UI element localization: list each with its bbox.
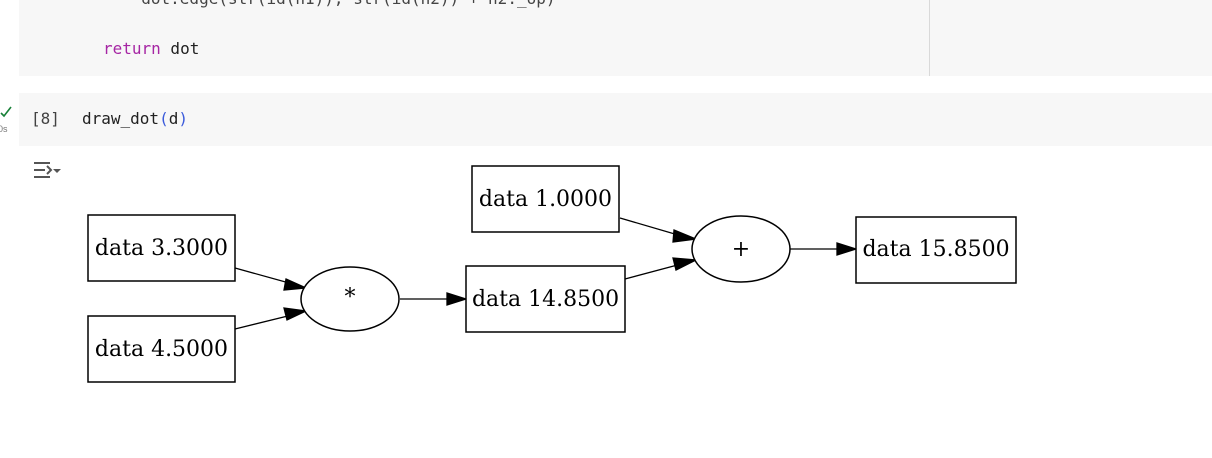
node-b: data 4.5000 [87,315,236,383]
node-add-op: + [691,215,791,283]
node-out: data 15.8500 [855,216,1017,284]
check-icon [0,104,14,134]
node-out-label: data 15.8500 [862,237,1009,262]
arrowhead [672,257,699,271]
graph-edges [234,217,859,330]
open-paren: ( [159,109,169,128]
arrowhead [283,307,309,321]
mul-op-label: * [345,285,356,310]
code-line-return: return dot [103,39,199,59]
cell-divider [929,0,930,76]
node-a: data 3.3000 [87,214,236,282]
code-input[interactable]: draw_dot(d) [82,109,188,129]
node-ab-label: data 14.8500 [472,287,619,312]
arrowhead [446,292,469,306]
close-paren: ) [178,109,188,128]
node-c-label: data 1.0000 [479,187,612,212]
function-name: draw_dot [82,109,160,128]
return-value: dot [160,39,200,58]
node-mul-op: * [300,266,400,332]
code-cell[interactable] [19,93,1212,146]
previous-code-cell[interactable] [19,0,1212,76]
run-time: 0s [0,124,8,134]
execution-count: [8] [31,109,60,128]
add-op-label: + [732,237,750,262]
arrowhead [836,242,859,256]
code-line-edge: dot.edge(str(id(n1)), str(id(n2)) + n2._… [122,0,555,9]
arrowhead [672,229,699,243]
node-ab: data 14.8500 [465,265,626,333]
node-c: data 1.0000 [471,165,620,233]
node-b-label: data 4.5000 [95,337,228,362]
argument: d [168,109,179,128]
output-collapse-icon[interactable] [31,157,63,185]
node-a-label: data 3.3000 [95,236,228,261]
return-keyword: return [103,39,161,58]
arrowhead [283,278,309,291]
